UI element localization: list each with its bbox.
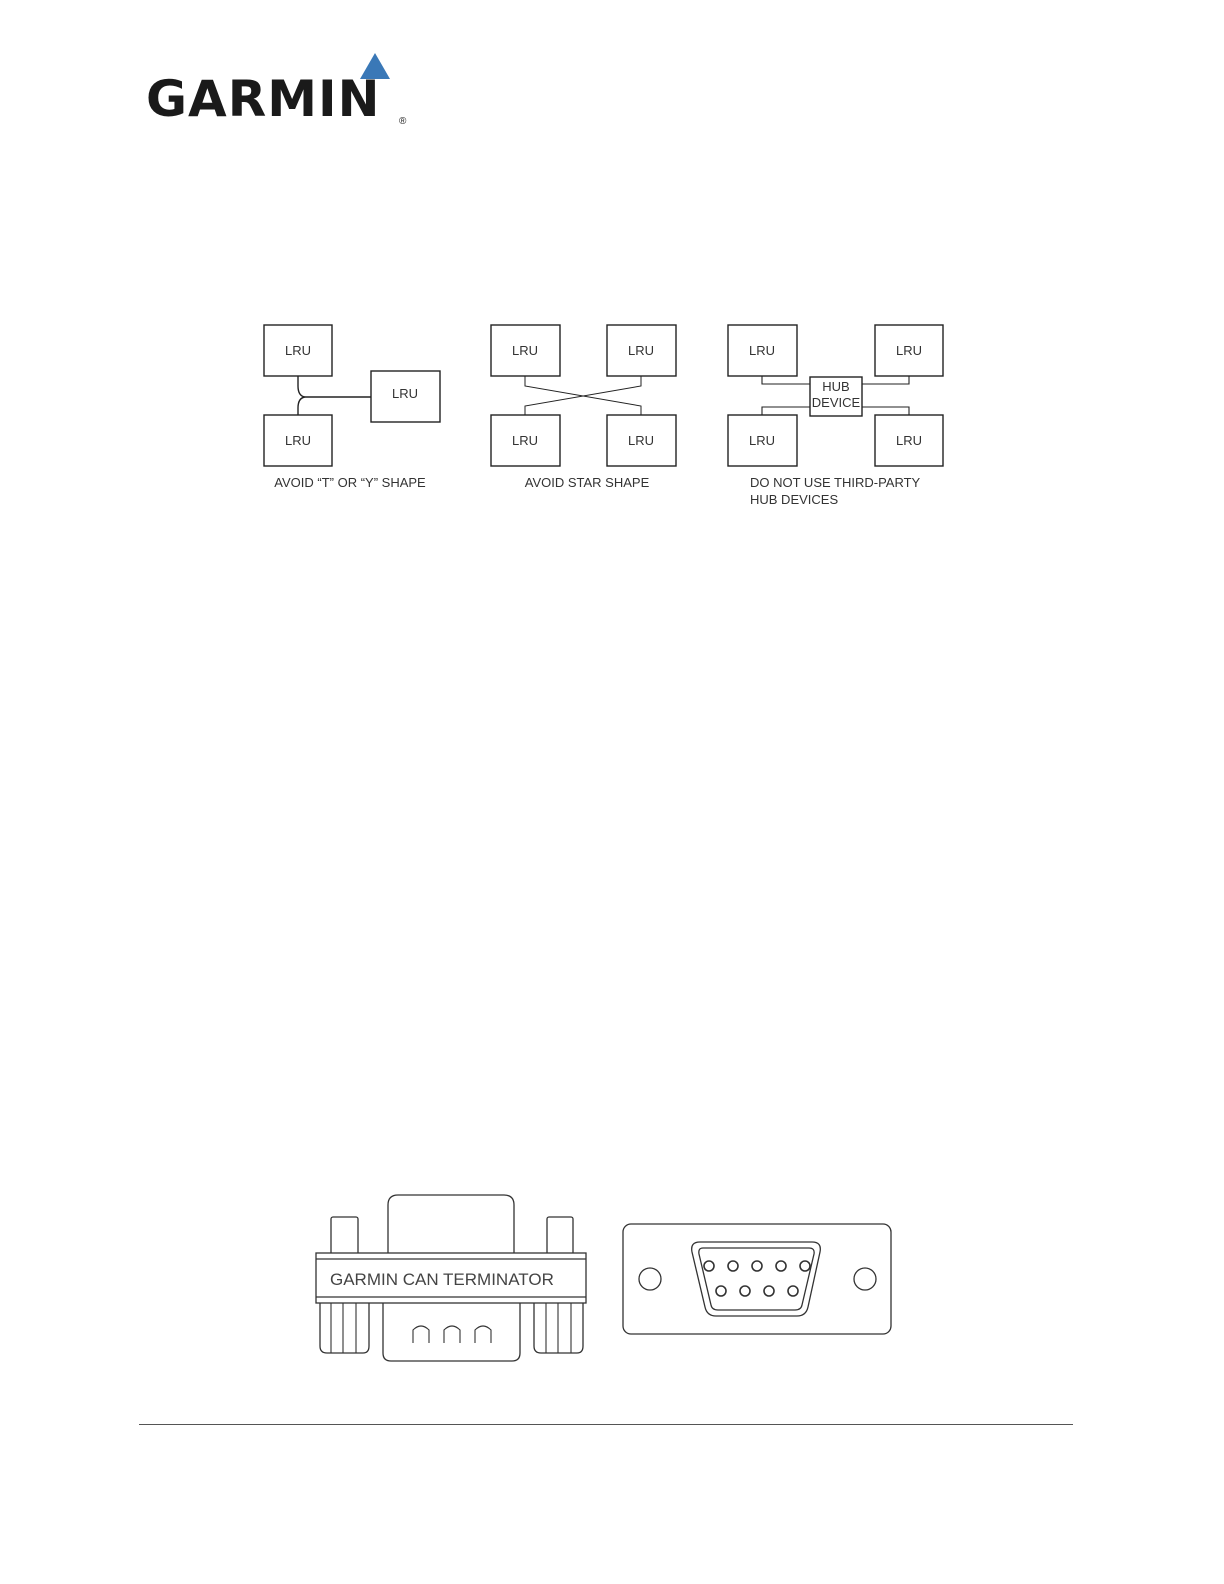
terminator-shell-top xyxy=(388,1195,514,1255)
db9-pin xyxy=(716,1286,726,1296)
footer-divider xyxy=(139,1424,1073,1425)
terminator-label: GARMIN CAN TERMINATOR xyxy=(330,1270,554,1289)
db9-pin xyxy=(788,1286,798,1296)
db9-pin xyxy=(764,1286,774,1296)
db9-pin xyxy=(752,1261,762,1271)
db9-mount-hole-right xyxy=(854,1268,876,1290)
db9-shell-inner xyxy=(699,1248,814,1310)
jackscrew-right xyxy=(547,1217,573,1255)
terminator-body-bottom xyxy=(383,1303,520,1361)
db9-pin xyxy=(740,1286,750,1296)
db9-pin xyxy=(800,1261,810,1271)
jackscrew-left xyxy=(331,1217,358,1255)
terminator-leg-left xyxy=(320,1303,369,1353)
db9-pin xyxy=(728,1261,738,1271)
db9-pin xyxy=(704,1261,714,1271)
db9-pin xyxy=(776,1261,786,1271)
db9-mount-hole-left xyxy=(639,1268,661,1290)
